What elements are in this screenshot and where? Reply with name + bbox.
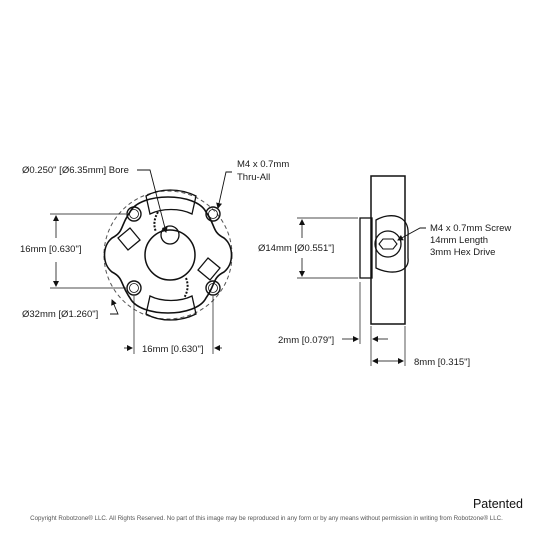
bore-label: Ø0.250" [Ø6.35mm] Bore [22,165,129,176]
screw-hole-bottom-right [205,280,221,296]
outer-diameter-leader [110,299,119,315]
screw-hole-top-left-inner [129,209,139,219]
screw-hole-top-right-inner [208,209,218,219]
screw-hole-bottom-left-inner [129,283,139,293]
screw-leader [397,227,426,241]
clamp-tab-right [197,257,221,281]
hex-drive-socket [378,238,398,250]
side-screw-body [375,215,409,273]
side-view: Ø14mm [Ø0.551"] M4 x 0.7mm Screw 14mm Le… [258,175,511,368]
upper-slot [145,189,197,215]
horizontal-spacing-label: 16mm [0.630"] [142,344,203,355]
total-length-label: 8mm [0.315"] [414,357,470,368]
copyright-notice: Copyright Robotzone® LLC. All Rights Res… [30,515,503,522]
side-hub [359,217,373,279]
screw-label-line3: 3mm Hex Drive [430,247,495,258]
hub-diameter-label: Ø14mm [Ø0.551"] [258,243,334,254]
hub-length-label: 2mm [0.079"] [278,335,334,346]
screw-hole-bottom-right-inner [208,283,218,293]
screw-hole-top-left [126,206,142,222]
screw-hole-top-right [205,206,221,222]
outer-diameter-label: Ø32mm [Ø1.260"] [22,309,98,320]
clamp-tab-left [117,227,141,251]
lower-slot [145,295,197,321]
hub-circle [144,229,196,281]
vertical-spacing-label: 16mm [0.630"] [20,244,81,255]
screw-hole-bottom-left [126,280,142,296]
thread-leader [216,171,232,209]
screw-label-line1: M4 x 0.7mm Screw [430,223,511,234]
side-body [370,175,406,325]
bore-leader [137,169,168,233]
clamp-body-outline [103,196,233,314]
split-gap-lower [183,277,189,299]
patented-label: Patented [472,497,523,511]
split-gap-upper [153,211,159,233]
screw-label-line2: 14mm Length [430,235,488,246]
screw-head-circle [374,230,402,258]
thread-label-line2: Thru-All [237,172,270,183]
thread-label-line1: M4 x 0.7mm [237,159,289,170]
bore-circle [160,225,180,245]
front-view: Ø0.250" [Ø6.35mm] Bore M4 x 0.7mm Thru-A… [20,159,289,355]
